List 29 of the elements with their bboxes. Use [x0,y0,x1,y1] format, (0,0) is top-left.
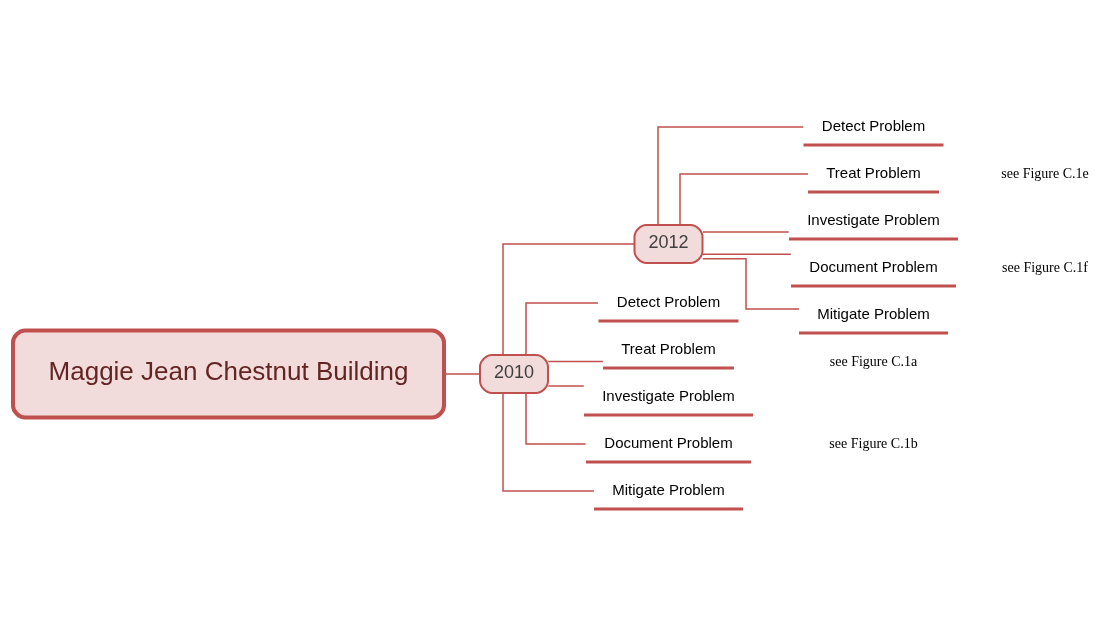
connector [657,125,804,226]
node-text: Detect Problem [821,116,926,133]
connector [547,360,604,362]
node-text: Mitigate Problem [817,304,930,321]
node-box: 2010 [479,353,549,394]
node-text: Detect Problem [616,292,721,309]
label: see Figure C.1b [829,435,918,451]
node-text: Treat Problem [826,163,921,180]
node-box: 2012 [633,223,704,264]
node-text: Document Problem [604,433,733,450]
connector [702,253,792,255]
connector [525,391,587,445]
node-box: Maggie Jean Chestnut Building [11,328,446,419]
connector [679,172,809,226]
label: see Figure C.1a [829,353,918,369]
node-text: Treat Problem [621,339,716,356]
connector [702,230,790,233]
node-text: Document Problem [809,257,938,274]
connector [443,372,481,375]
label: see Figure C.1e [1001,165,1089,181]
node-text: Mitigate Problem [612,480,725,497]
label: see Figure C.1f [1002,259,1088,275]
connector [502,242,635,356]
connector [701,257,800,310]
connector [502,391,595,492]
node-text: Investigate Problem [602,386,735,403]
connector [525,301,599,356]
node-text: Investigate Problem [807,210,940,227]
connector [547,384,585,387]
